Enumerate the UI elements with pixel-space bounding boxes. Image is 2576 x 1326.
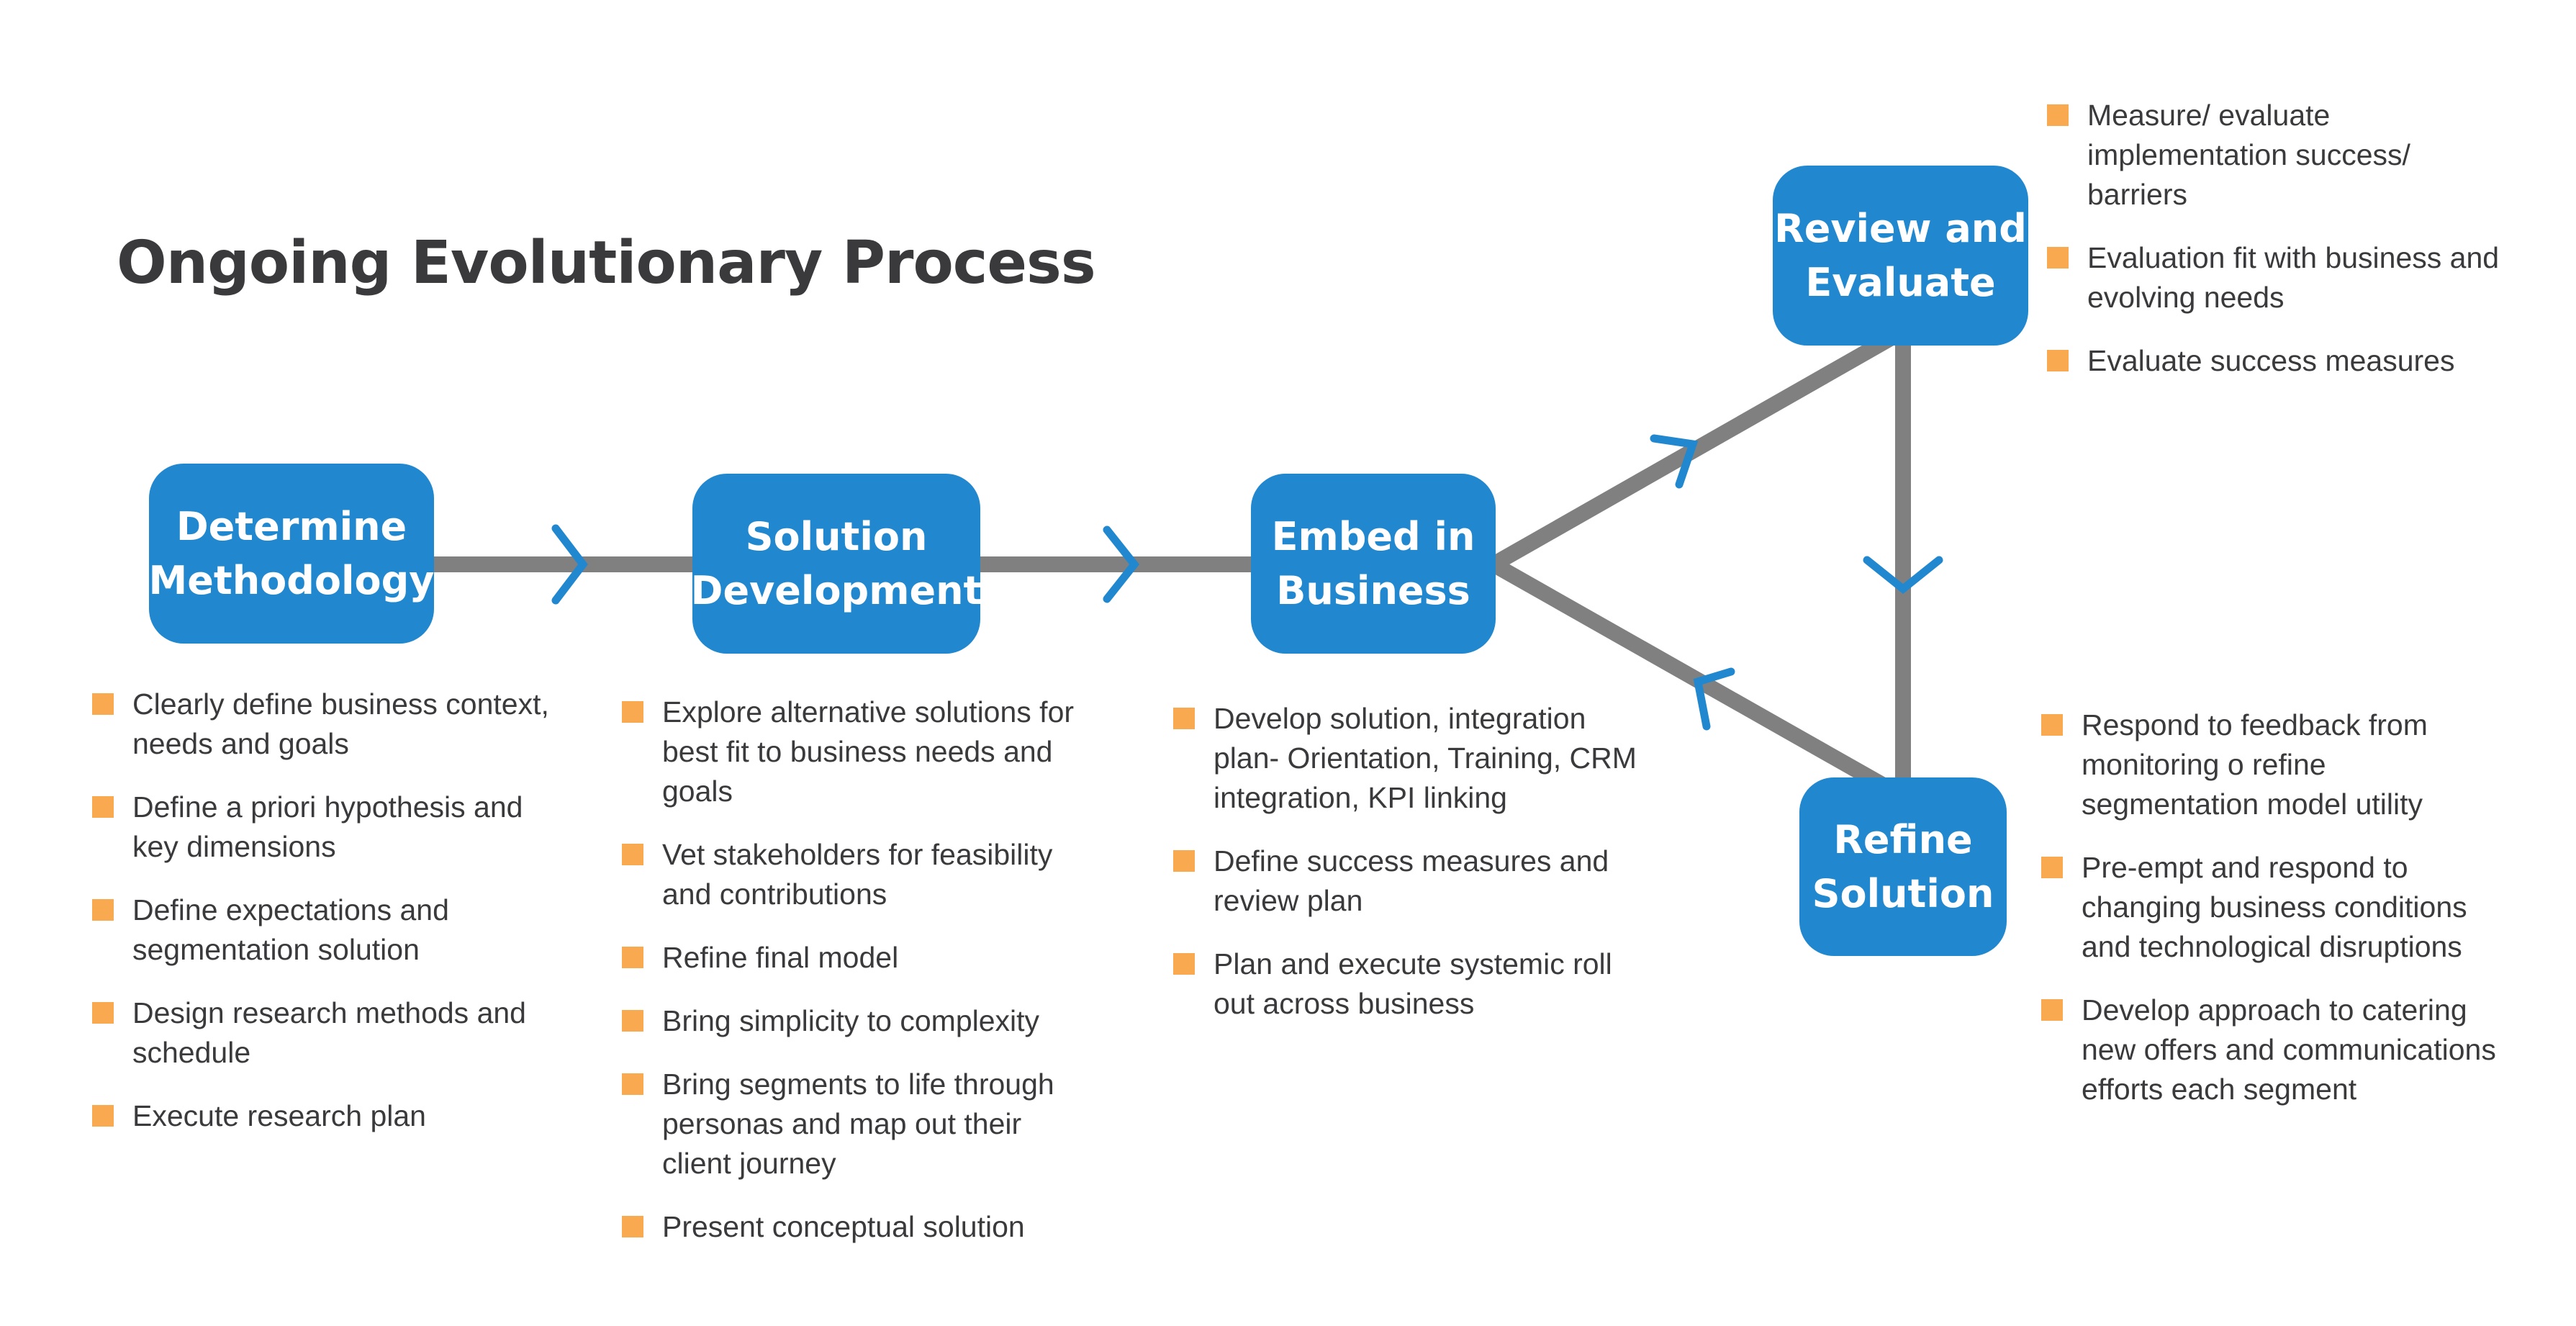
list-item: Vet stakeholders for feasibility and con… [622,835,1090,914]
node-label: Determine Methodology [148,504,435,603]
list-item: Pre-empt and respond to changing busines… [2041,848,2509,967]
node-label: Solution Development [690,514,982,613]
page-title: Ongoing Evolutionary Process [117,229,1096,297]
node-label: Review and Evaluate [1774,206,2027,305]
list-item-text: Execute research plan [132,1099,426,1132]
square-bullet-icon [622,844,643,865]
list-item: Define success measures and review plan [1173,842,1648,921]
list-item: Develop approach to catering new offers … [2041,991,2509,1109]
list-item-text: Respond to feedback from monitoring o re… [2082,708,2428,821]
solution-development-steps: Explore alternative solutions for best f… [622,693,1090,1247]
list-item: Evaluation fit with business and evolvin… [2047,238,2515,317]
square-bullet-icon [622,947,643,968]
connector-refine-to-embed [1489,557,1886,792]
list-item: Evaluate success measures [2047,341,2515,381]
list-item-text: Develop approach to catering new offers … [2082,993,2496,1106]
determine-methodology-steps: Clearly define business context, needs a… [92,685,553,1136]
list-item-text: Develop solution, integration plan- Orie… [1214,702,1637,814]
list-item: Execute research plan [92,1096,553,1136]
list-item: Refine final model [622,938,1090,978]
arrow-determine-to-solution [551,524,588,605]
list-item: Plan and execute systemic roll out acros… [1173,944,1648,1024]
square-bullet-icon [622,701,643,723]
square-bullet-icon [622,1010,643,1032]
square-bullet-icon [92,1105,114,1127]
list-item: Design research methods and schedule [92,993,553,1073]
list-item: Define a priori hypothesis and key dimen… [92,788,553,867]
list-item: Explore alternative solutions for best f… [622,693,1090,811]
square-bullet-icon [2041,714,2063,736]
list-item-text: Present conceptual solution [662,1210,1025,1243]
square-bullet-icon [2041,999,2063,1021]
square-bullet-icon [92,1002,114,1024]
list-item-text: Define success measures and review plan [1214,844,1609,917]
square-bullet-icon [1173,708,1195,729]
square-bullet-icon [2047,104,2069,126]
list-item-text: Design research methods and schedule [132,996,526,1069]
arrow-refine-to-embed [1693,667,1735,731]
list-item-text: Bring simplicity to complexity [662,1004,1040,1037]
arrow-embed-to-review [1650,434,1699,489]
list-item-text: Plan and execute systemic roll out acros… [1214,947,1612,1020]
node-determine-methodology: Determine Methodology [149,464,434,644]
list-item-text: Define expectations and segmentation sol… [132,893,449,966]
node-embed-in-business: Embed in Business [1251,474,1496,654]
square-bullet-icon [2041,857,2063,878]
list-item: Measure/ evaluate implementation success… [2047,96,2515,215]
arrow-review-to-refine [1863,556,1943,595]
square-bullet-icon [2047,247,2069,269]
node-solution-development: Solution Development [690,474,982,654]
node-review-and-evaluate: Review and Evaluate [1773,166,2028,346]
square-bullet-icon [622,1073,643,1095]
list-item: Bring segments to life through personas … [622,1065,1090,1183]
list-item-text: Evaluation fit with business and evolvin… [2087,241,2500,314]
node-label: Embed in Business [1271,514,1475,613]
list-item: Present conceptual solution [622,1207,1090,1247]
list-item-text: Clearly define business context, needs a… [132,687,549,760]
list-item-text: Vet stakeholders for feasibility and con… [662,838,1053,911]
square-bullet-icon [1173,850,1195,872]
list-item: Respond to feedback from monitoring o re… [2041,705,2509,824]
square-bullet-icon [92,796,114,818]
refine-solution-steps: Respond to feedback from monitoring o re… [2041,705,2509,1109]
square-bullet-icon [1173,953,1195,975]
list-item-text: Evaluate success measures [2087,344,2455,377]
node-label: Refine Solution [1812,817,1994,916]
list-item: Define expectations and segmentation sol… [92,890,553,970]
list-item-text: Pre-empt and respond to changing busines… [2082,851,2467,963]
list-item-text: Refine final model [662,941,899,974]
list-item: Bring simplicity to complexity [622,1001,1090,1041]
list-item-text: Measure/ evaluate implementation success… [2087,99,2410,211]
arrow-solution-to-embed [1103,526,1140,603]
list-item-text: Define a priori hypothesis and key dimen… [132,790,523,863]
list-item: Clearly define business context, needs a… [92,685,553,764]
direction-arrows [551,434,1943,731]
list-item: Develop solution, integration plan- Orie… [1173,699,1648,818]
square-bullet-icon [92,899,114,921]
node-refine-solution: Refine Solution [1799,777,2007,956]
review-and-evaluate-steps: Measure/ evaluate implementation success… [2047,96,2515,381]
list-item-text: Explore alternative solutions for best f… [662,695,1075,808]
list-item-text: Bring segments to life through personas … [662,1068,1054,1180]
square-bullet-icon [2047,350,2069,371]
square-bullet-icon [92,693,114,715]
embed-in-business-steps: Develop solution, integration plan- Orie… [1173,699,1648,1024]
square-bullet-icon [622,1216,643,1237]
